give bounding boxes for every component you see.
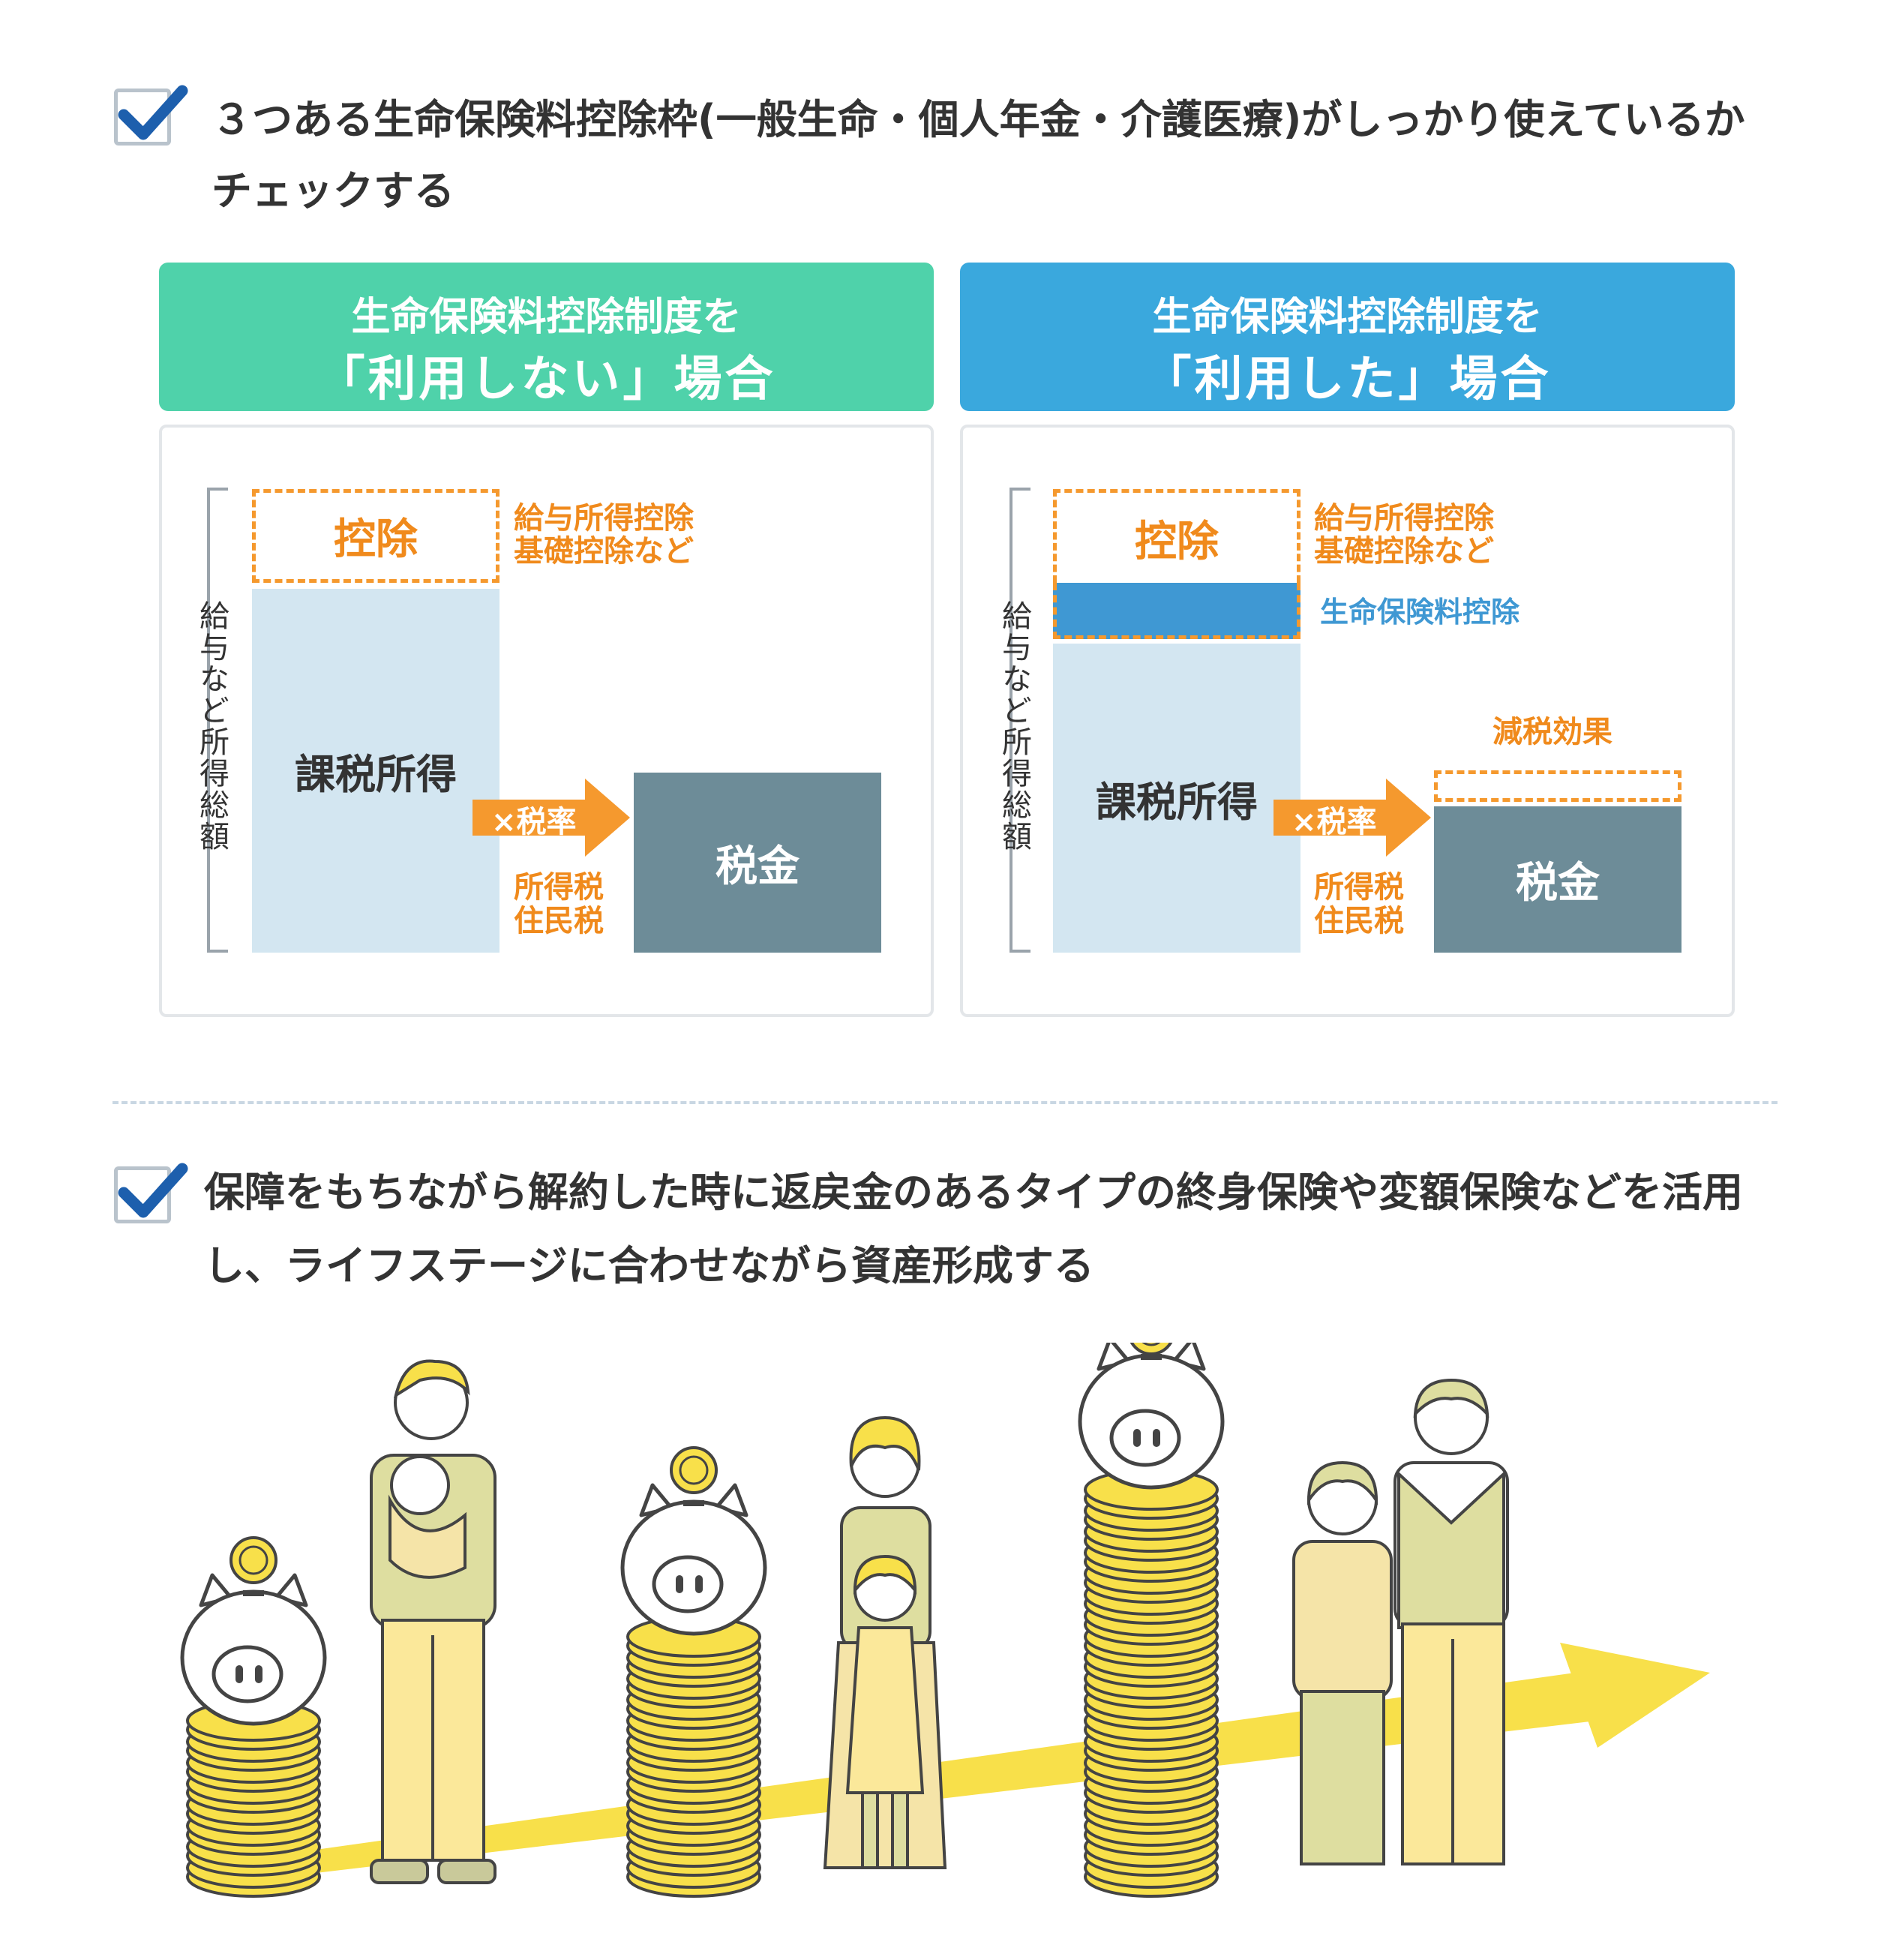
right-tax-box: 税金 <box>1434 806 1682 953</box>
right-tax-type-1: 所得税 <box>1314 870 1404 905</box>
item-1-line-1: ３つある生命保険料控除枠(一般生命・個人年金・介護医療)がしっかり使えているか <box>212 96 1745 143</box>
left-rate-arrow <box>472 779 630 857</box>
right-tax-type-2: 住民税 <box>1314 904 1404 938</box>
right-rate-arrow <box>1274 779 1431 857</box>
item-1-line-2: チェックする <box>212 167 454 215</box>
left-tax-box: 税金 <box>634 773 881 953</box>
right-taxable-income: 課税所得 <box>1053 644 1300 953</box>
checkbox-item-2[interactable] <box>114 1163 188 1223</box>
left-vertical-label: 給与など所得総額 <box>194 600 229 852</box>
checkmark-icon <box>118 85 188 140</box>
left-income-bracket <box>207 488 228 953</box>
left-header-line-1: 生命保険料控除制度を <box>351 295 742 340</box>
right-deduction-box: 控除 <box>1053 489 1300 583</box>
piggy-bank-small <box>182 1536 325 1898</box>
right-life-insurance-bar <box>1053 583 1300 639</box>
left-tax-type-2: 住民税 <box>514 904 604 938</box>
mother-with-child <box>823 1415 947 1869</box>
piggy-bank-large <box>1080 1343 1222 1898</box>
right-vertical-label: 給与など所得総額 <box>997 600 1031 852</box>
checkbox-item-1[interactable] <box>114 85 188 146</box>
left-deduction-box: 控除 <box>252 489 500 583</box>
left-tax-type-1: 所得税 <box>514 870 604 905</box>
left-deduction-note-1: 給与所得控除 <box>514 501 694 536</box>
right-deduction-note-2: 基礎控除など <box>1314 534 1494 569</box>
right-deduction-note-1: 給与所得控除 <box>1314 501 1494 536</box>
piggy-bank-medium <box>622 1446 765 1898</box>
item-2-line-2: し、ライフステージに合わせながら資産形成する <box>204 1242 1094 1289</box>
left-rate-label: ×税率 <box>491 805 577 839</box>
life-stage-illustration <box>0 1343 1710 1898</box>
right-tax-reduction-label: 減税効果 <box>1492 715 1612 749</box>
right-life-insurance-label: 生命保険料控除 <box>1320 596 1520 629</box>
section-divider <box>112 1101 1778 1104</box>
right-tax-reduction-box <box>1434 770 1682 802</box>
right-panel-header: 生命保険料控除制度を 「利用した」場合 <box>960 263 1735 411</box>
elderly-couple <box>1292 1378 1509 1865</box>
father-with-baby <box>370 1359 496 1884</box>
item-2-line-1: 保障をもちながら解約した時に返戻金のあるタイプの終身保険や変額保険などを活用 <box>204 1169 1743 1216</box>
checkmark-icon <box>118 1163 188 1218</box>
left-panel-header: 生命保険料控除制度を 「利用しない」場合 <box>159 263 934 411</box>
right-header-line-1: 生命保険料控除制度を <box>1152 295 1543 340</box>
left-taxable-income: 課税所得 <box>252 589 500 953</box>
right-header-line-2: 「利用した」場合 <box>1143 352 1552 407</box>
right-income-bracket <box>1010 488 1030 953</box>
right-rate-label: ×税率 <box>1292 805 1377 839</box>
left-header-line-2: 「利用しない」場合 <box>316 352 776 407</box>
left-deduction-note-2: 基礎控除など <box>514 534 694 569</box>
